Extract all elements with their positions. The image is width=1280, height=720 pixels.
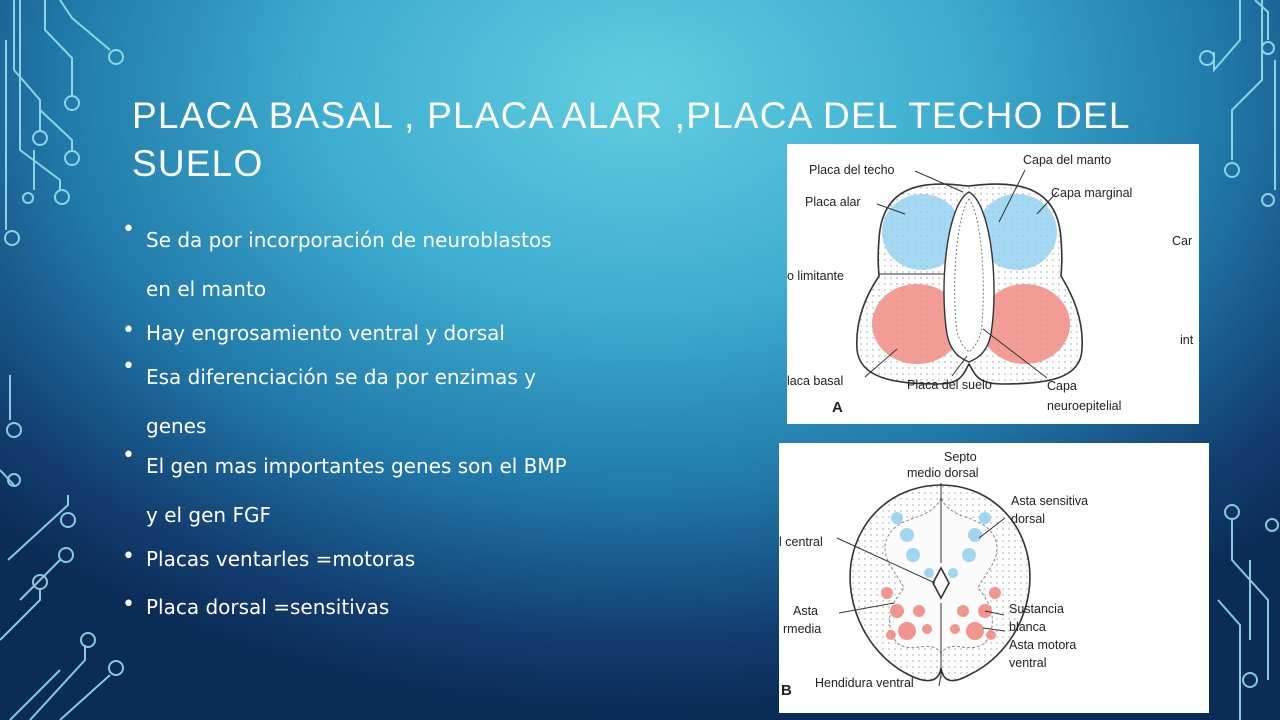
label-placa-techo: Placa del techo [809,163,895,177]
bullet-item: El gen mas importantes genes son el BMP … [118,444,678,535]
slide-title: PLACA BASAL , PLACA ALAR ,PLACA DEL TECH… [132,95,1130,184]
central-canal-b [932,566,950,600]
bullet-line: genes [146,414,207,438]
label-neuroepitelial: neuroepitelial [1047,399,1121,413]
label-placa-suelo: Placa del suelo [907,378,992,392]
label-surco-limitante: o limitante [787,269,844,283]
label-asta-sensitiva: Asta sensitiva [1011,494,1088,508]
bullet-item: Esa diferenciación se da por enzimas y g… [118,355,678,446]
bullet-line: El gen mas importantes genes son el BMP [146,454,567,478]
label-placa-alar: Placa alar [805,195,861,209]
label-capa: Capa [1047,379,1077,393]
bullet-item: Placas ventarles =motoras [118,533,678,583]
alar-plate-right [977,194,1057,270]
label-cut-right-2: int [1180,333,1194,347]
bullet-line: Placas ventarles =motoras [146,547,416,571]
label-capa-manto: Capa del manto [1023,153,1111,167]
panel-letter-b: B [781,682,792,699]
label-capa-marginal: Capa marginal [1051,186,1132,200]
bullet-line: Placa dorsal =sensitivas [146,595,390,619]
bullet-item: Placa dorsal =sensitivas [118,581,678,631]
bullet-line: Se da por incorporación de neuroblastos [146,228,552,252]
bullet-line: y el gen FGF [146,503,271,527]
label-intermedia: rmedia [783,622,821,636]
label-sustancia: Sustancia [1009,602,1064,616]
bullet-line: Esa diferenciación se da por enzimas y [146,365,536,389]
label-asta-motora: Asta motora [1009,638,1076,652]
spinal-cord-figure: Septo medio dorsal Asta sensitiva dorsal… [779,443,1209,713]
bullet-list: Se da por incorporación de neuroblastos … [118,218,678,631]
label-canal-central: l central [779,535,823,549]
bullet-line: Hay engrosamiento ventral y dorsal [146,321,505,345]
label-septo: Septo [944,450,977,464]
bullet-item: Se da por incorporación de neuroblastos … [118,218,678,309]
basal-plate-left [872,284,962,364]
label-blanca: blanca [1009,620,1046,634]
neural-tube-figure: Placa del techo Placa alar o limitante l… [787,144,1199,424]
label-placa-basal: laca basal [787,374,843,388]
label-ventral: ventral [1009,656,1047,670]
panel-letter-a: A [832,399,843,416]
bullet-item: Hay engrosamiento ventral y dorsal [118,307,678,357]
label-hendidura: Hendidura ventral [815,676,914,690]
label-asta: Asta [793,604,818,618]
label-medio-dorsal: medio dorsal [907,466,979,480]
bullet-line: en el manto [146,277,267,301]
label-cut-right-1: Car [1172,234,1192,248]
label-dorsal: dorsal [1011,512,1045,526]
